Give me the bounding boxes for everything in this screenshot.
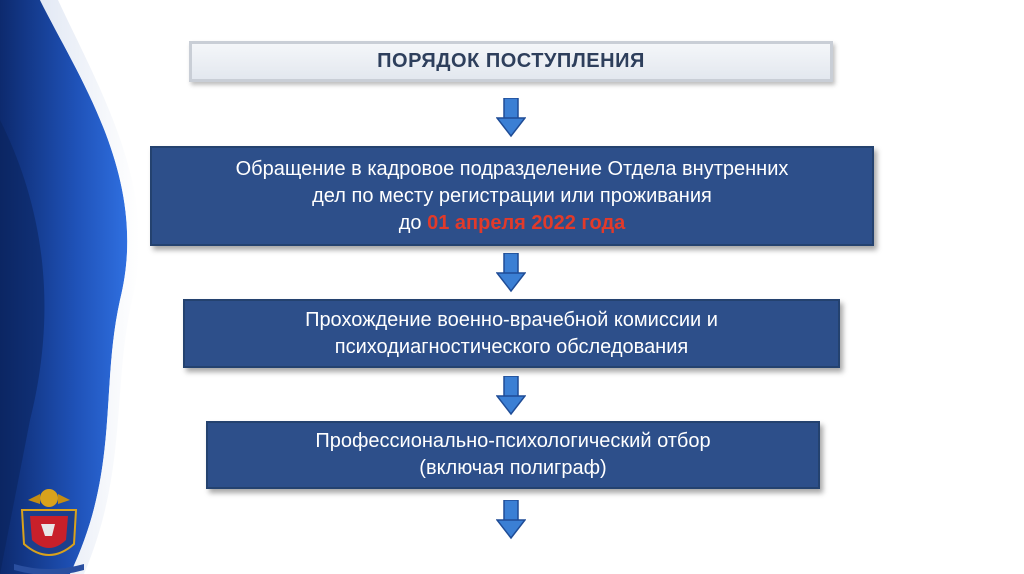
step-box-psychological-selection: Профессионально-психологический отбор (в… — [206, 421, 820, 489]
title-box: ПОРЯДОК ПОСТУПЛЕНИЯ — [189, 41, 833, 82]
step-box-application: Обращение в кадровое подразделение Отдел… — [150, 146, 874, 246]
deadline-prefix: до — [398, 211, 428, 234]
page-title: ПОРЯДОК ПОСТУПЛЕНИЯ — [377, 50, 645, 72]
down-arrow-icon — [496, 376, 526, 416]
step-text-line: (включая полиграф) — [419, 457, 607, 479]
step-text-line: дел по месту регистрации или проживания — [312, 184, 712, 207]
step-box-medical-commission: Прохождение военно-врачебной комиссии и … — [183, 299, 840, 368]
step-text-line: Обращение в кадровое подразделение Отдел… — [235, 157, 789, 180]
down-arrow-icon — [496, 253, 526, 293]
decorative-blue-band — [0, 0, 140, 574]
step-text-line: до 01 апреля 2022 года — [399, 210, 626, 237]
step-text-line: психодиагностического обследования — [334, 335, 689, 358]
down-arrow-icon — [496, 500, 526, 540]
step-text-line: Прохождение военно-врачебной комиссии и — [305, 308, 718, 331]
police-emblem-icon — [14, 489, 84, 574]
deadline-date: 01 апреля 2022 года — [427, 211, 626, 234]
step-text-line: Профессионально-психологический отбор — [315, 430, 711, 452]
down-arrow-icon — [496, 98, 526, 138]
